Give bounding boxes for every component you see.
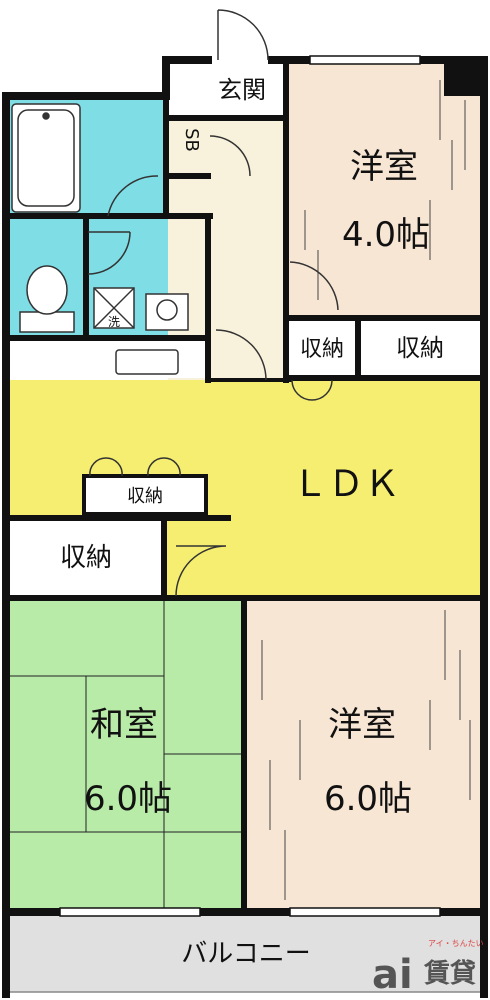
western-room-south-size: 6.0帖 (324, 779, 412, 819)
storage-north-large-label: 収納 (396, 334, 444, 362)
washroom-mark: 洗 (108, 315, 120, 329)
entrance-label: 玄関 (218, 76, 266, 104)
doors (87, 9, 339, 597)
aichintai-logo: ai アイ・ちんたい 賃貸 (372, 939, 484, 998)
windows (59, 55, 441, 917)
storage-north-small-label: 収納 (300, 337, 344, 362)
entrance-floor (168, 60, 286, 118)
kitchen-sink-icon (115, 349, 179, 375)
balcony-floor (7, 913, 483, 993)
storage-west-label: 収納 (60, 543, 112, 573)
western-room-south-label: 洋室 (328, 705, 396, 745)
storage-west-floor (8, 520, 164, 596)
storage-ldk-label: 収納 (127, 486, 163, 507)
western-room-north-label: 洋室 (350, 147, 418, 187)
flooring-lines (261, 80, 471, 900)
western-room-north-size: 4.0帖 (342, 215, 430, 255)
washbasin-icon (145, 293, 189, 331)
logo-sub: 賃貸 (423, 958, 476, 989)
balcony-label: バルコニー (181, 939, 310, 969)
ldk-label: ＬＤＫ (292, 464, 400, 505)
logo-tagline: アイ・ちんたい (428, 939, 484, 948)
toilet-icon (19, 265, 75, 333)
western-room-south-floor (246, 598, 482, 910)
ldk-floor (8, 380, 482, 596)
logo-main: ai (372, 952, 413, 998)
shoe-box-label: SB (181, 128, 202, 152)
washing-machine-icon (93, 287, 135, 329)
japanese-room-label: 和室 (90, 705, 158, 745)
storage-ldk-floor (84, 476, 206, 514)
tatami-lines (10, 600, 244, 910)
bathtub-icon (11, 103, 81, 213)
pillar (444, 60, 484, 96)
japanese-room-size: 6.0帖 (84, 779, 172, 819)
western-room-north-floor (288, 60, 482, 316)
